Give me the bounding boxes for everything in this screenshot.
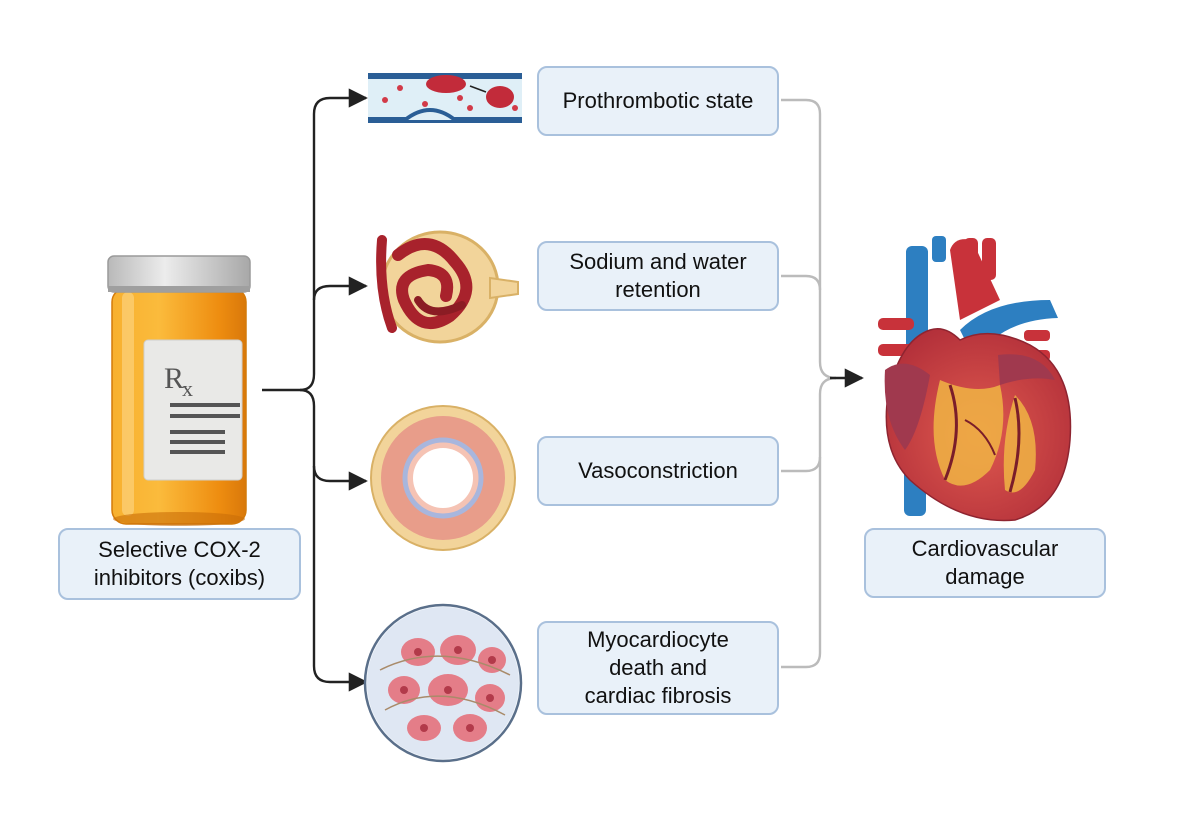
prescription-symbol: Rx [164,362,195,401]
effect-box-myocardiocyte-death: Myocardiocyte death and cardiac fibrosis [537,621,779,715]
outcome-label: Cardiovascular damage [911,536,1059,589]
kidney-glomerulus-icon [376,230,519,344]
connector-from-prothrombotic [781,98,837,380]
effect-label-myocardiocyte-death: Myocardiocyte death and cardiac fibrosis [584,627,732,708]
blood-vessel-thrombus-icon [368,73,522,123]
artery-cross-section-icon [370,405,516,551]
connector-from-vasoconstriction [781,376,837,473]
effect-box-prothrombotic: Prothrombotic state [537,66,779,136]
pill-bottle-icon [107,255,251,526]
connector-from-myocardiocyte [781,457,822,669]
connector-from-sodium [781,274,822,291]
effect-label-sodium-water-retention: Sodium and water retention [569,249,747,302]
arrow-to-prothrombotic [299,88,368,392]
drug-box-coxibs: Selective COX-2 inhibitors (coxibs) [58,528,301,600]
effect-box-sodium-water-retention: Sodium and water retention [537,241,779,311]
drug-label: Selective COX-2 inhibitors (coxibs) [93,537,266,590]
effect-box-vasoconstriction: Vasoconstriction [537,436,779,506]
arrow-to-sodium [312,276,368,301]
arrow-to-vasoconstriction [299,388,368,491]
fanout-arrows [262,88,368,692]
heart-icon [878,236,1072,522]
cardiac-tissue-icon [363,603,523,763]
prescription-mark: R [164,362,185,395]
effect-label-prothrombotic: Prothrombotic state [562,88,754,113]
fanin-connectors [781,98,864,669]
arrow-to-myocardiocyte [312,466,368,692]
prescription-subscript: x [182,376,194,401]
outcome-box-cardiovascular-damage: Cardiovascular damage [864,528,1106,598]
effect-label-vasoconstriction: Vasoconstriction [578,458,738,483]
